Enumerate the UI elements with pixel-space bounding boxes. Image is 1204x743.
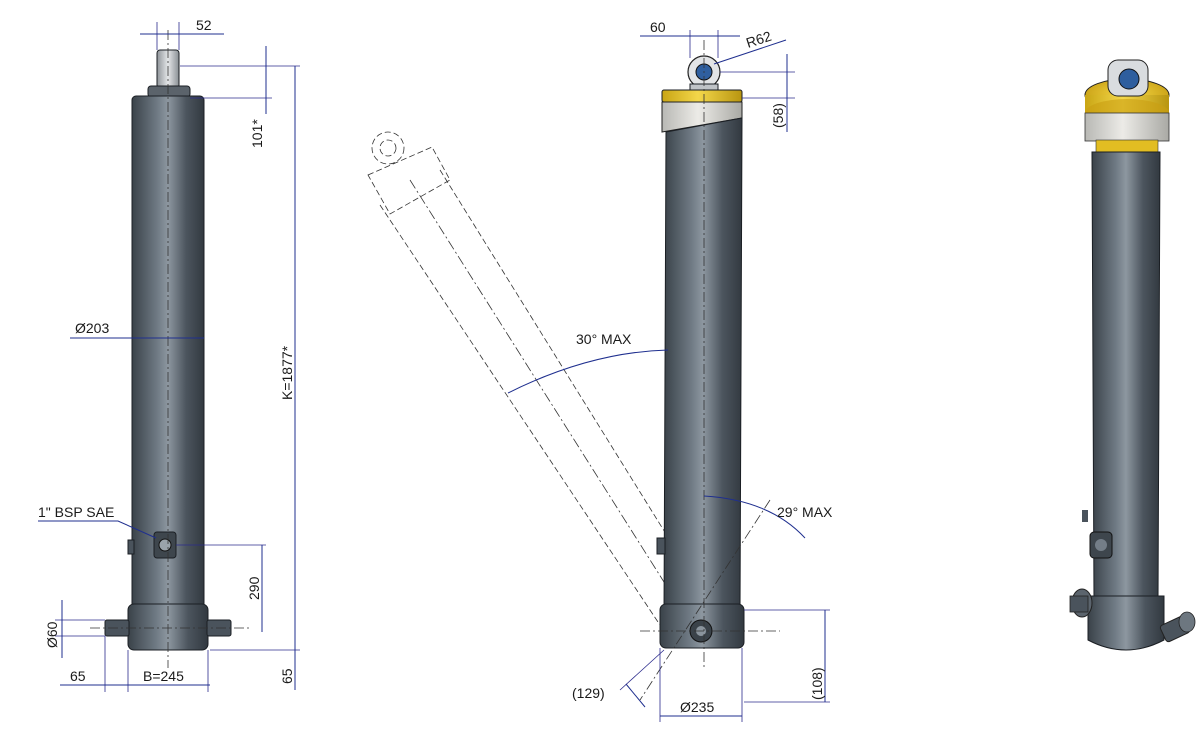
eye-radius-label: R62 bbox=[744, 28, 774, 51]
side-body bbox=[663, 117, 743, 613]
tilt-angle-label: 30° MAX bbox=[576, 331, 632, 347]
iso-band bbox=[1084, 112, 1170, 142]
eye-width-label: 60 bbox=[650, 19, 666, 35]
base-height-label: (108) bbox=[809, 667, 825, 700]
swing-angle-label: 29° MAX bbox=[777, 504, 833, 520]
yellow-collar bbox=[661, 89, 743, 103]
isometric-view bbox=[1069, 59, 1196, 651]
rod-collar bbox=[147, 85, 191, 98]
total-length-label: K=1877* bbox=[279, 345, 295, 400]
rod-width-label: 52 bbox=[196, 17, 212, 33]
port-hole bbox=[158, 538, 172, 552]
tilted-ghost bbox=[367, 131, 713, 629]
base-diameter-label: Ø235 bbox=[680, 699, 714, 715]
trunnion-diameter-label: Ø60 bbox=[44, 621, 60, 648]
offset-65-vertical: 65 bbox=[279, 668, 295, 684]
base-width-label: B=245 bbox=[143, 668, 184, 684]
body-diameter-label: Ø203 bbox=[75, 320, 109, 336]
base-offset-label: (129) bbox=[572, 685, 605, 701]
front-view: 52 101* K=1877* Ø203 1" BSP SAE 290 Ø60 … bbox=[38, 17, 300, 692]
eye-height-label: (58) bbox=[770, 103, 786, 128]
port-label: 1" BSP SAE bbox=[38, 504, 114, 520]
top-length-label: 101* bbox=[249, 119, 265, 148]
side-lug bbox=[127, 539, 135, 555]
port-height-label: 290 bbox=[246, 576, 262, 600]
iso-base bbox=[1087, 595, 1165, 651]
offset-65-horizontal: 65 bbox=[70, 668, 86, 684]
side-view: 60 R62 (58) 30° MAX 29° MAX (129) Ø235 (… bbox=[367, 19, 833, 722]
